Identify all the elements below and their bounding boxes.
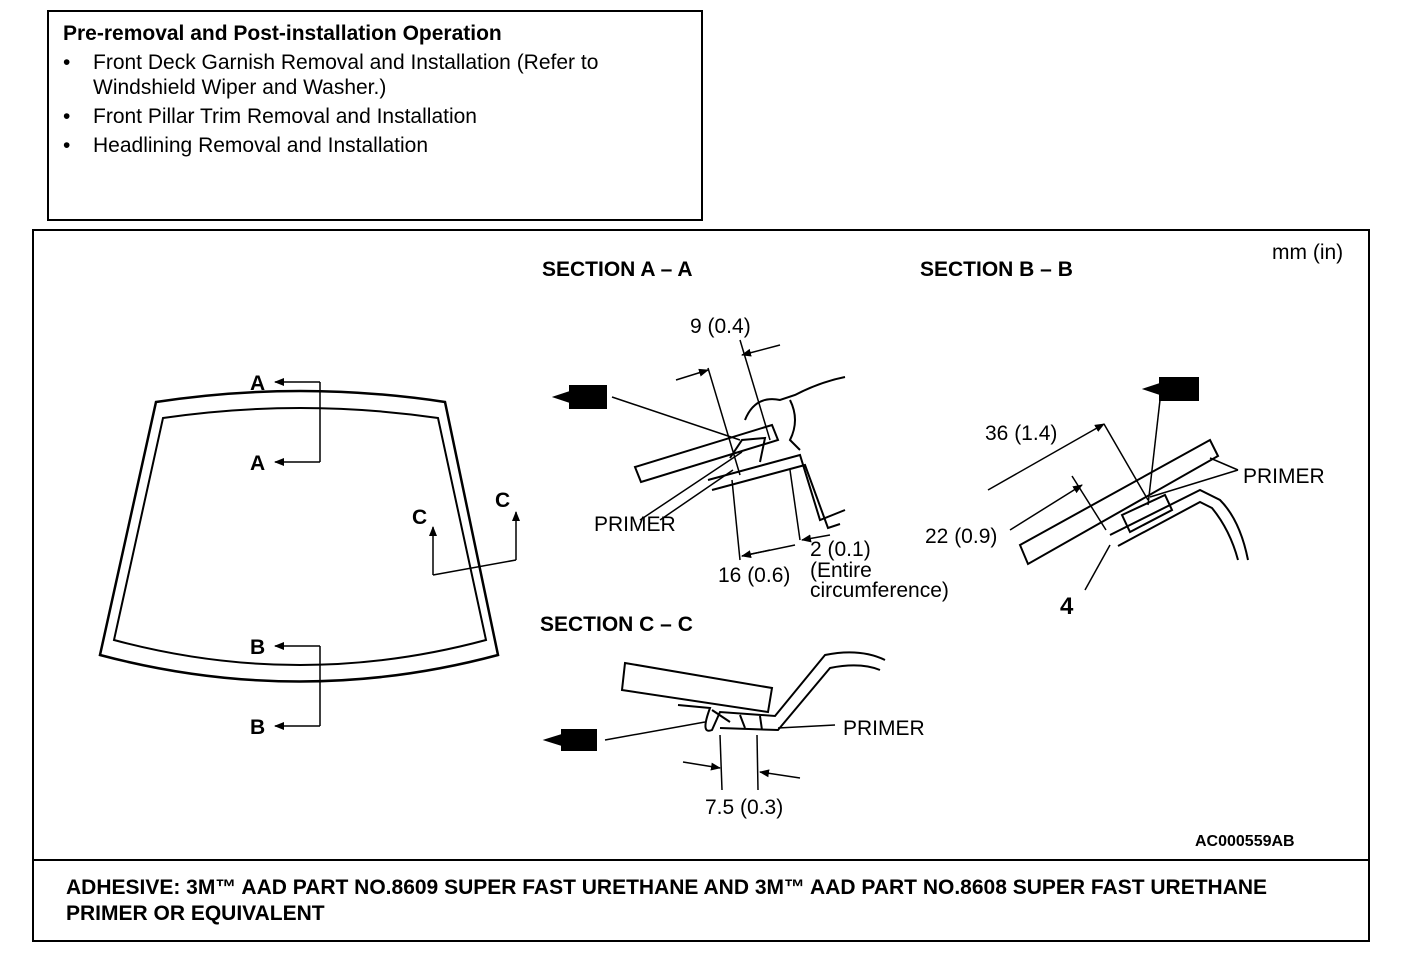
cut-label-a-top: A [250,372,265,395]
pre-removal-list: •Front Deck Garnish Removal and Installa… [63,50,683,162]
adhesive-gun-icon [551,385,607,409]
cut-label-a-bottom: A [250,452,265,475]
section-aa-dims [675,339,831,561]
section-cc-title: SECTION C – C [540,613,693,636]
adhesive-gun-icon [1141,377,1199,401]
pre-removal-title: Pre-removal and Post-installation Operat… [63,22,502,45]
adhesive-gun-icon [542,729,597,751]
section-aa-title: SECTION A – A [542,258,693,281]
cut-label-c-left: C [412,506,427,529]
figure-code: AC000559AB [1195,833,1295,850]
units-label: mm (in) [1272,241,1343,264]
aa-dim-note-2: circumference) [810,579,949,602]
section-aa-drawing [551,376,846,530]
aa-dim-top: 9 (0.4) [690,315,751,338]
section-bb-title: SECTION B – B [920,258,1073,281]
section-cc-drawing [542,651,886,751]
aa-primer-label: PRIMER [594,513,676,536]
divider [34,859,1368,861]
list-item: •Headlining Removal and Installation [63,134,429,157]
section-bb-drawing [1018,377,1249,566]
section-bb-dims [987,423,1239,591]
section-cut-lines [274,378,520,730]
aa-dim-note-1: (Entire [810,559,872,582]
list-item: •Front Pillar Trim Removal and Installat… [63,105,477,128]
cc-dim: 7.5 (0.3) [705,796,783,819]
bb-dim-2: 22 (0.9) [925,525,997,548]
cut-label-b-top: B [250,636,265,659]
cut-label-b-bottom: B [250,716,265,739]
aa-dim-bottom: 16 (0.6) [718,564,790,587]
bb-callout: 4 [1060,593,1074,620]
adhesive-note: ADHESIVE: 3M™ AAD PART NO.8609 SUPER FAS… [66,876,1268,925]
section-cc-dims [682,724,836,791]
bb-primer-label: PRIMER [1243,465,1325,488]
cut-label-c-right: C [495,489,510,512]
cc-primer-label: PRIMER [843,717,925,740]
figure-box: ADHESIVE: 3M™ AAD PART NO.8609 SUPER FAS… [32,229,1370,942]
windshield-outline [98,389,500,683]
aa-dim-right: 2 (0.1) [810,538,871,561]
bb-dim-1: 36 (1.4) [985,422,1057,445]
pre-removal-box: Pre-removal and Post-installation Operat… [47,10,703,221]
list-item: •Front Deck Garnish Removal and Installa… [63,51,599,99]
